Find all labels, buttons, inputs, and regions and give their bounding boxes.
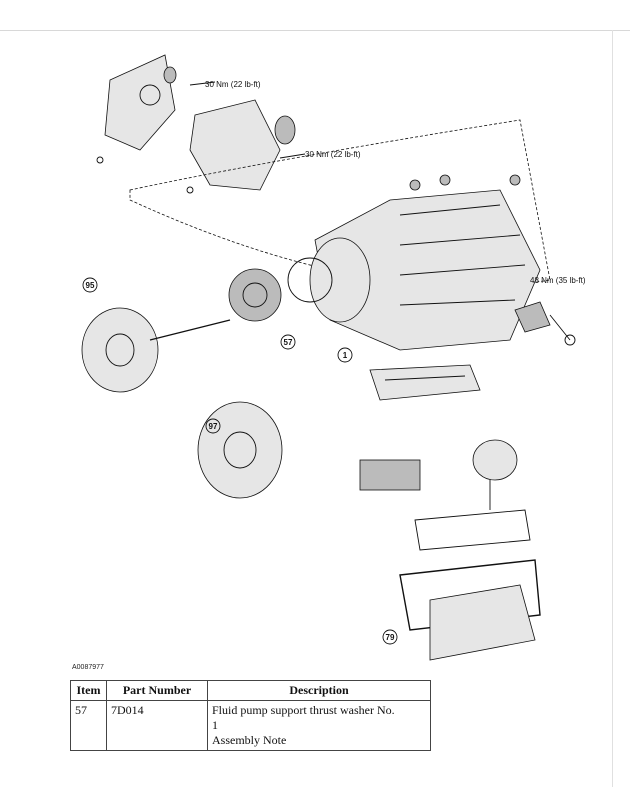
svg-text:57: 57 (284, 338, 293, 347)
cell-description: Fluid pump support thrust washer No. 1 A… (207, 700, 431, 751)
svg-text:95: 95 (86, 281, 95, 290)
valve-body (369, 364, 481, 401)
torque-converter-upper (81, 307, 231, 393)
extension-housing-group (96, 54, 306, 194)
svg-text:1: 1 (343, 351, 348, 360)
right-divider (612, 30, 613, 787)
callout-79: 79 (382, 629, 398, 645)
description-line-1: Fluid pump support thrust washer No. (212, 703, 395, 717)
table-header-row: Item Part Number Description (70, 680, 431, 701)
dashed-guide-line (129, 119, 551, 287)
torque-spec-2: 30 Nm (22 lb-ft) (305, 150, 361, 159)
pump-assembly (228, 257, 333, 322)
svg-text:97: 97 (209, 422, 218, 431)
torque-spec-1: 30 Nm (22 lb-ft) (205, 80, 261, 89)
description-line-2: 1 (212, 718, 218, 732)
description-line-3: Assembly Note (212, 733, 287, 747)
column-header-description: Description (207, 680, 431, 701)
column-header-item: Item (70, 680, 107, 701)
torque-spec-3: 48 Nm (35 lb-ft) (530, 276, 586, 285)
manual-linkage (514, 301, 576, 346)
solenoid-assembly (359, 439, 518, 510)
cell-part-number: 7D014 (106, 700, 208, 751)
svg-text:79: 79 (386, 633, 395, 642)
figure-reference-id: A0087977 (72, 664, 104, 671)
top-divider (0, 30, 630, 31)
pan-and-gasket (399, 509, 541, 661)
callout-97: 97 (205, 418, 221, 434)
exploded-transmission-diagram: 30 Nm (22 lb-ft) 30 Nm (22 lb-ft) 48 Nm … (81, 54, 586, 661)
transmission-case (309, 174, 541, 351)
column-header-part-number: Part Number (106, 680, 208, 701)
cell-item: 57 (70, 700, 107, 751)
torque-converter-lower (197, 401, 283, 499)
parts-table: Item Part Number Description 57 7D014 Fl… (70, 680, 431, 751)
callout-57: 57 (280, 334, 296, 350)
table-row: 57 7D014 Fluid pump support thrust washe… (70, 700, 431, 751)
callout-1: 1 (337, 347, 353, 363)
callout-95: 95 (82, 277, 98, 293)
